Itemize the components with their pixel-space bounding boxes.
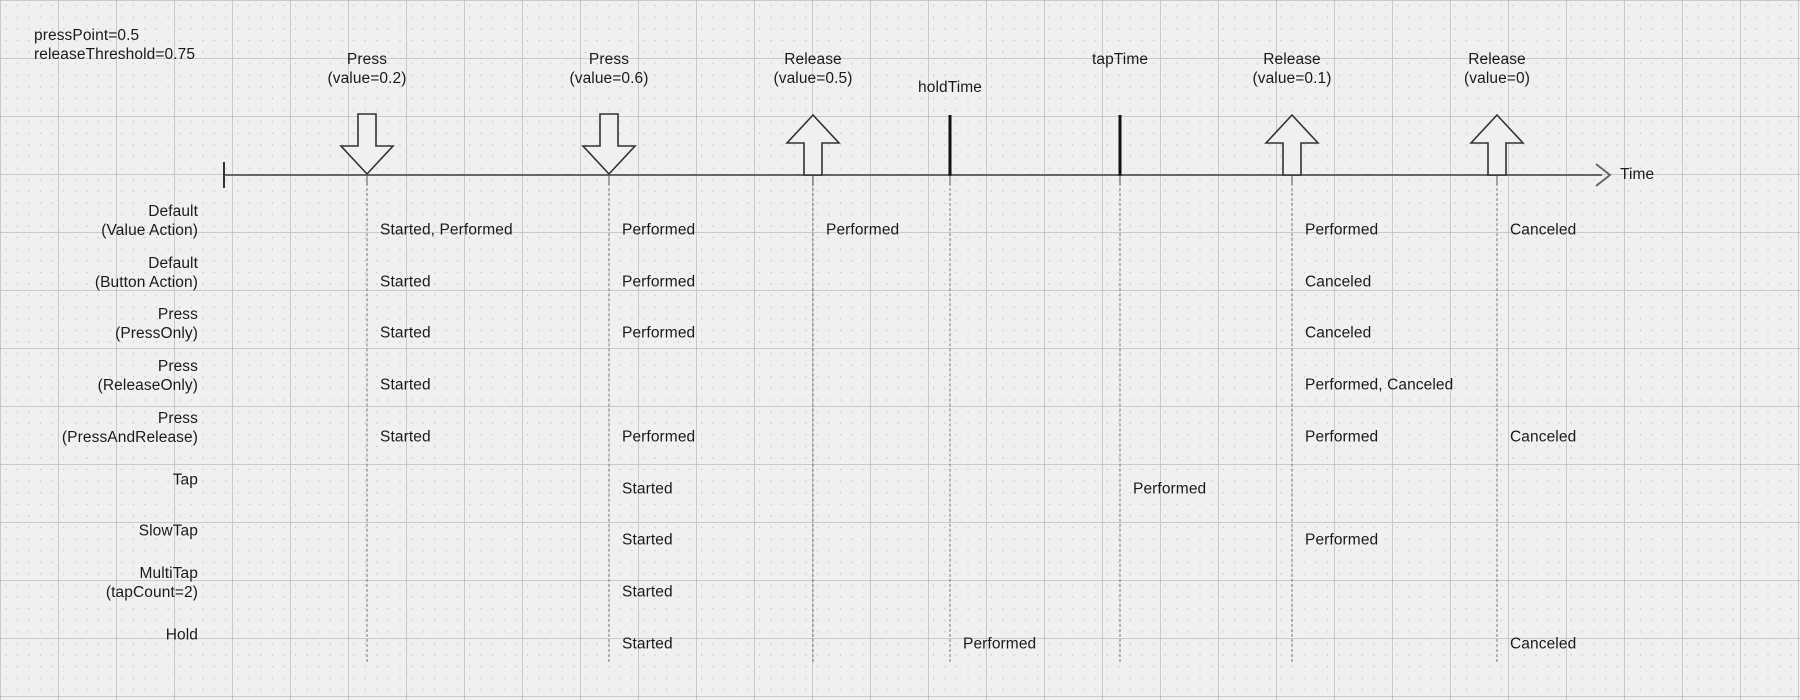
parameters-note: pressPoint=0.5 releaseThreshold=0.75 <box>34 27 196 63</box>
cell-hold-1: Started <box>622 635 673 653</box>
column-guide-5 <box>1291 178 1293 662</box>
cell-hold-3: Performed <box>963 635 1037 653</box>
marker-stem-holdtime <box>949 175 951 185</box>
cell-slowtap-5: Performed <box>1305 531 1379 549</box>
cell-default-value-action-6: Canceled <box>1510 221 1577 239</box>
cell-press-pressandrelease-0: Started <box>380 428 431 446</box>
marker-stem-press-2 <box>608 175 610 185</box>
row-label-default-button-action: Default (Button Action) <box>94 255 198 291</box>
marker-stem-taptime <box>1119 175 1121 185</box>
column-guide-6 <box>1496 178 1498 662</box>
time-tick-taptime <box>1118 115 1122 176</box>
press-arrow-icon-press-2 <box>580 113 638 176</box>
column-guide-3 <box>949 178 951 662</box>
release-arrow-icon-release-2 <box>1263 113 1321 176</box>
event-caption-holdtime: holdTime <box>918 79 982 96</box>
cell-press-pressandrelease-5: Performed <box>1305 428 1379 446</box>
time-axis-line <box>224 174 1602 176</box>
cell-slowtap-1: Started <box>622 531 673 549</box>
cell-press-pressonly-1: Performed <box>622 324 696 342</box>
row-label-multitap: MultiTap (tapCount=2) <box>105 565 198 601</box>
cell-press-releaseonly-0: Started <box>380 376 431 394</box>
release-arrow-icon-release-1 <box>784 113 842 176</box>
row-label-press-pressandrelease: Press (PressAndRelease) <box>61 410 198 446</box>
press-arrow-icon-press-1 <box>338 113 396 176</box>
row-label-slowtap: SlowTap <box>138 522 198 540</box>
column-guide-2 <box>812 178 814 662</box>
cell-default-button-action-5: Canceled <box>1305 273 1372 291</box>
cell-press-pressonly-0: Started <box>380 324 431 342</box>
cell-press-releaseonly-5: Performed, Canceled <box>1305 376 1454 394</box>
time-axis-start-tick <box>223 162 225 188</box>
marker-stem-release-2 <box>1291 175 1293 185</box>
cell-press-pressandrelease-1: Performed <box>622 428 696 446</box>
column-guide-1 <box>608 178 610 662</box>
cell-press-pressandrelease-6: Canceled <box>1510 428 1577 446</box>
marker-stem-release-1 <box>812 175 814 185</box>
event-caption-release-3: Release (value=0) <box>1464 51 1530 87</box>
cell-press-pressonly-5: Canceled <box>1305 324 1372 342</box>
event-caption-release-1: Release (value=0.5) <box>773 51 853 87</box>
row-label-hold: Hold <box>165 626 198 644</box>
event-caption-press-1: Press (value=0.2) <box>327 51 407 87</box>
cell-multitap-1: Started <box>622 583 673 601</box>
cell-tap-1: Started <box>622 480 673 498</box>
cell-default-value-action-0: Started, Performed <box>380 221 513 239</box>
cell-tap-4: Performed <box>1133 480 1207 498</box>
time-tick-holdtime <box>948 115 952 176</box>
cell-default-button-action-1: Performed <box>622 273 696 291</box>
row-label-default-value-action: Default (Value Action) <box>101 203 198 239</box>
cell-default-button-action-0: Started <box>380 273 431 291</box>
release-arrow-icon-release-3 <box>1468 113 1526 176</box>
cell-hold-6: Canceled <box>1510 635 1577 653</box>
column-guide-0 <box>366 178 368 662</box>
cell-default-value-action-5: Performed <box>1305 221 1379 239</box>
event-caption-press-2: Press (value=0.6) <box>569 51 649 87</box>
time-axis-label: Time <box>1620 166 1655 183</box>
marker-stem-press-1 <box>366 175 368 185</box>
marker-stem-release-3 <box>1496 175 1498 185</box>
row-label-press-releaseonly: Press (ReleaseOnly) <box>97 358 198 394</box>
event-caption-taptime: tapTime <box>1091 51 1149 68</box>
row-label-tap: Tap <box>172 471 198 489</box>
row-label-press-pressonly: Press (PressOnly) <box>115 306 198 342</box>
column-guide-4 <box>1119 178 1121 662</box>
cell-default-value-action-1: Performed <box>622 221 696 239</box>
event-caption-release-2: Release (value=0.1) <box>1252 51 1332 87</box>
cell-default-value-action-2: Performed <box>826 221 900 239</box>
